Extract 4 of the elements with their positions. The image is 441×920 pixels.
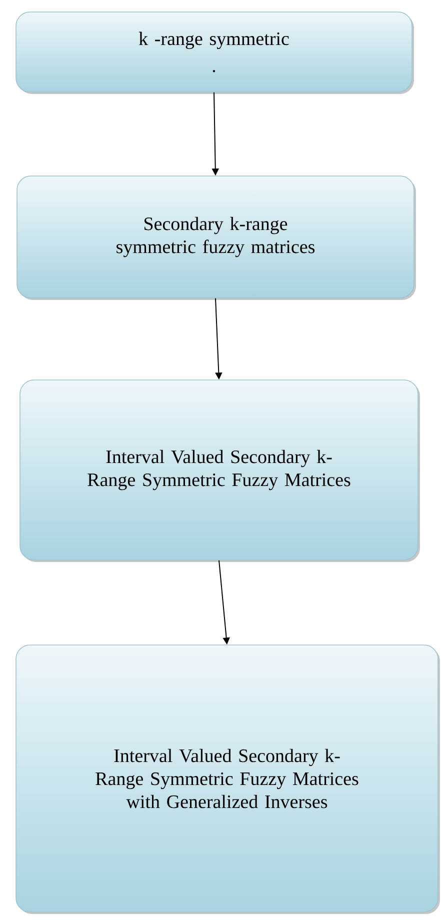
process-box: Secondary k-range symmetric fuzzy matrices xyxy=(16,176,416,300)
process-box: Interval Valued Secondary k-Range Symmetric Fuzzy Matrices with Generalized Inverses xyxy=(16,644,440,914)
process-box: k -range symmetric . xyxy=(16,12,414,94)
process-box: Interval Valued Secondary k-Range Symmetric Fuzzy Matrices xyxy=(20,380,420,562)
